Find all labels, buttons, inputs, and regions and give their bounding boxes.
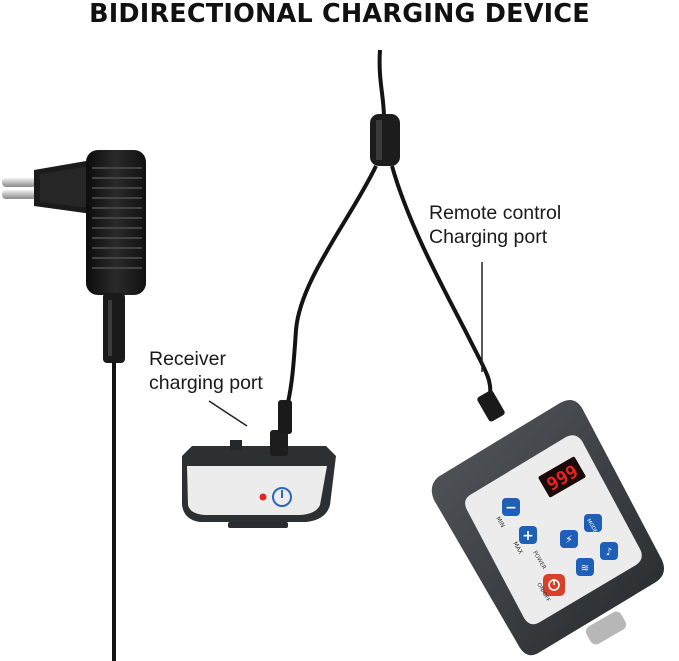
plug-pin-icon [2, 178, 36, 187]
receiver-collar [182, 400, 336, 528]
svg-text:⚡: ⚡ [565, 533, 573, 546]
svg-text:≋: ≋ [581, 563, 589, 574]
mode-button[interactable] [584, 514, 602, 532]
min-label: MIN [494, 516, 506, 529]
vibrate-button[interactable] [576, 558, 594, 576]
led-indicator-icon [259, 493, 267, 501]
y-splitter-cable [208, 49, 493, 427]
svg-text:♪: ♪ [606, 547, 612, 558]
shock-button[interactable] [560, 530, 578, 548]
remote-charging-port-label: Remote control Charging port [429, 202, 562, 248]
svg-text:+: + [522, 528, 534, 544]
plus-button[interactable] [519, 526, 537, 544]
minus-button[interactable] [502, 498, 520, 516]
power-adapter [2, 150, 146, 661]
receiver-charging-port-label: Receiver charging port [149, 348, 263, 394]
power-icon [272, 487, 292, 507]
remote-display [538, 456, 586, 498]
remote-control: 999 − + ⚡ ≋ ♪ MIN MAX MODE POWER ON/OFF [431, 390, 664, 656]
plug-pin-icon [2, 190, 36, 199]
tone-button[interactable] [600, 542, 618, 560]
svg-text:−: − [505, 500, 517, 516]
page-title: BIDIRECTIONAL CHARGING DEVICE [89, 0, 590, 29]
